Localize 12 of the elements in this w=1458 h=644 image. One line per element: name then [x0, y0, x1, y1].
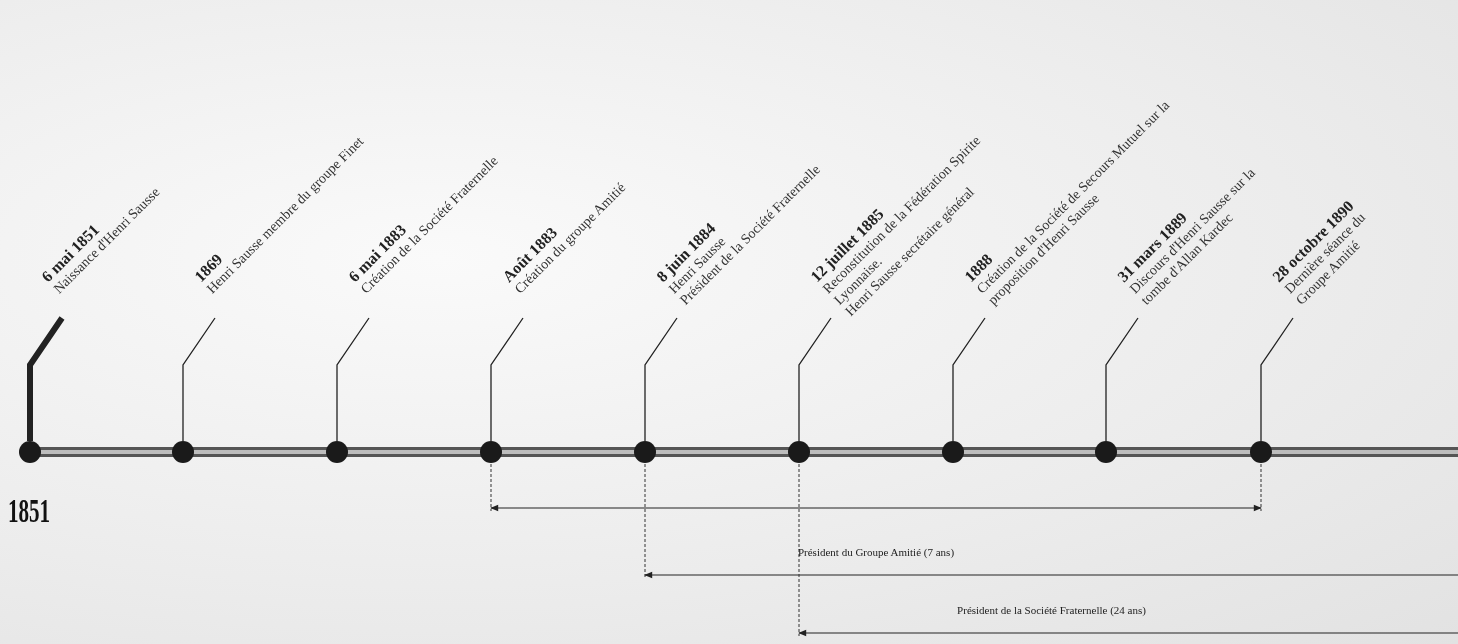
duration-label: Président du Groupe Amitié (7 ans) — [797, 546, 955, 558]
leader-line — [182, 317, 216, 442]
leader-line — [952, 317, 986, 442]
leader-line — [1105, 317, 1139, 442]
leader-line — [798, 317, 832, 442]
leader-line — [336, 317, 370, 442]
duration-label: Président de la Société Fraternelle (24 ans) — [957, 604, 1146, 616]
leader-line — [27, 316, 65, 441]
leader-line — [1260, 317, 1294, 442]
leader-line — [490, 317, 524, 442]
leader-line — [644, 317, 678, 442]
year-label: 1851 — [8, 492, 51, 530]
